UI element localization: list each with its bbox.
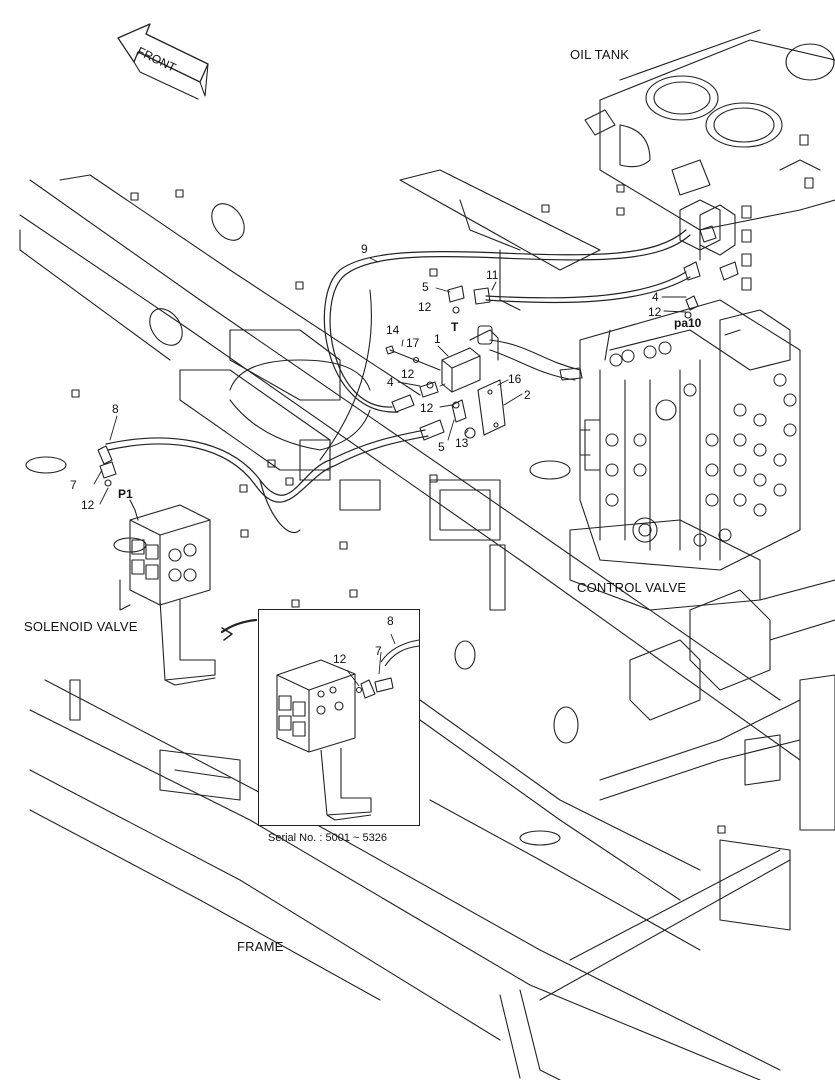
front-arrow-icon (117, 23, 209, 100)
oil-tank-label: OIL TANK (570, 47, 630, 62)
callout-14: 14 (386, 323, 400, 337)
port-t-label: T (451, 320, 459, 334)
solenoid-valve-drawing (97, 445, 258, 686)
callout-7: 7 (70, 478, 77, 492)
callout-2: 2 (524, 388, 531, 402)
frame-label: FRAME (237, 939, 284, 954)
frame-structure (19, 169, 835, 1080)
callout-5-low: 5 (438, 440, 445, 454)
callout-7-inset: 7 (375, 644, 382, 658)
serial-range-inset: 12 7 8 (258, 609, 420, 826)
inset-solenoid-drawing (276, 633, 419, 821)
port-pa10-label: pa10 (674, 316, 702, 330)
serial-range-label: Serial No. : 5001 ~ 5326 (268, 832, 387, 844)
oil-tank-drawing (584, 29, 835, 291)
check-valve-assembly (385, 225, 739, 441)
callout-12-top: 12 (418, 300, 432, 314)
callout-12-low: 12 (420, 401, 434, 415)
callout-8: 8 (112, 402, 119, 416)
callout-4-right: 4 (652, 290, 659, 304)
control-valve-drawing (579, 299, 801, 571)
callout-12-left: 12 (81, 498, 95, 512)
port-p1-label: P1 (118, 487, 133, 501)
control-valve-label: CONTROL VALVE (577, 580, 687, 595)
callout-11: 11 (486, 268, 499, 282)
callout-17: 17 (406, 336, 420, 350)
callout-16: 16 (508, 372, 522, 386)
leader-lines (93, 257, 687, 505)
callout-12-inset: 12 (333, 652, 347, 666)
callout-13: 13 (455, 436, 469, 450)
callout-9: 9 (361, 242, 368, 256)
callout-4-left: 4 (387, 375, 394, 389)
callout-8-inset: 8 (387, 614, 394, 628)
callout-5-top: 5 (422, 280, 429, 294)
hose-lines (105, 229, 691, 534)
solenoid-valve-label: SOLENOID VALVE (24, 619, 138, 634)
callout-1: 1 (434, 332, 441, 346)
callout-12-mid: 12 (401, 367, 415, 381)
callout-12-right: 12 (648, 305, 662, 319)
